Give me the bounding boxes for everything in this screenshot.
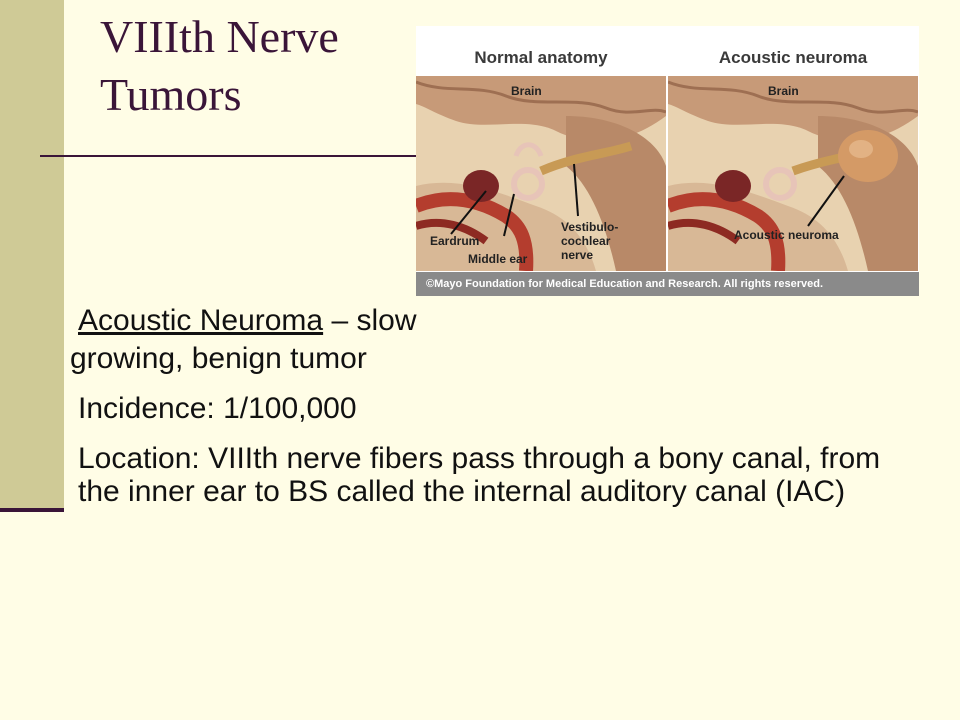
normal-anatomy-heading: Normal anatomy [474,48,608,67]
anatomy-figure: Normal anatomy Acoustic neuroma Brain [416,26,919,296]
acoustic-neuroma-heading: Acoustic neuroma [718,48,868,67]
label-nerve-line-3: nerve [561,248,594,262]
normal-anatomy-drawing [416,76,666,271]
label-nerve-line-2: cochlear [561,234,611,248]
label-acoustic-neuroma: Acoustic neuroma [734,228,839,242]
bullet-text-incidence: Incidence: 1/100,000 [78,392,357,425]
bullet-text-slow: – slow [323,304,417,337]
title-underline [40,155,418,157]
normal-anatomy-illustration: Brain Eardrum Middle ear Vestibulo- coch… [416,76,666,271]
title-line-1: VIIIth Nerve [100,11,339,62]
acoustic-neuroma-illustration: Brain Acoustic neuroma [668,76,918,271]
bullet-square-icon [46,451,62,467]
bullet-square-icon [46,313,62,329]
bullet-acoustic-neuroma: Acoustic Neuroma – slow [46,304,906,337]
bullet-continuation: growing, benign tumor [46,342,906,375]
bullet-list: Acoustic Neuroma – slow growing, benign … [46,304,906,525]
bullet-text-location: Location: VIIIth nerve fibers pass throu… [78,442,881,508]
label-brain-left: Brain [511,84,542,98]
bullet-location: Location: VIIIth nerve fibers pass throu… [46,442,906,508]
label-middle-ear: Middle ear [468,252,528,266]
bullet-text-growing-benign: growing, benign tumor [70,342,367,375]
acoustic-neuroma-drawing [668,76,918,271]
label-eardrum: Eardrum [430,234,480,248]
bullet-term-acoustic-neuroma: Acoustic Neuroma [78,304,324,337]
title-line-2: Tumors [100,69,242,120]
slide-title: VIIIth Nerve Tumors [100,8,420,124]
side-accent-band [0,0,64,512]
figure-copyright-caption: ©Mayo Foundation for Medical Education a… [416,272,919,296]
label-nerve-line-1: Vestibulo- [561,220,619,234]
bullet-square-icon [46,401,62,417]
accent-rule [0,508,64,512]
bullet-incidence: Incidence: 1/100,000 [46,392,906,425]
label-vestibulocochlear-nerve: Vestibulo- cochlear nerve [561,220,618,262]
label-brain-right: Brain [768,84,799,98]
